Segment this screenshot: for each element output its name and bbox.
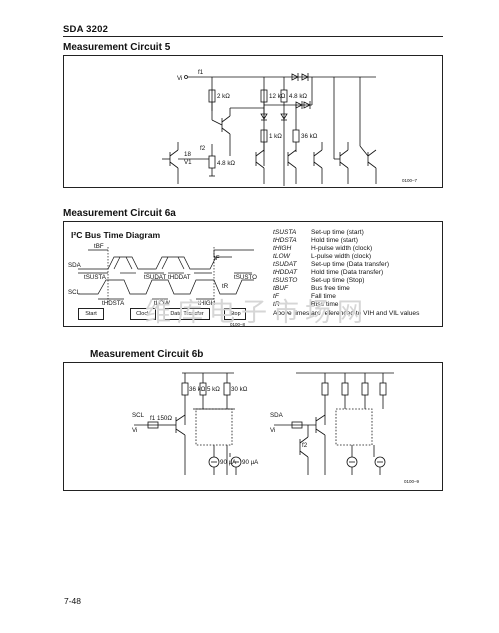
r-30k-6b-label: 30 kΩ — [231, 386, 248, 393]
page-number: 7-48 — [64, 596, 82, 606]
i2c-diagram-title: I²C Bus Time Diagram — [71, 230, 161, 240]
tsudat-label: tSUDAT — [144, 274, 166, 281]
pin-18-label: 18 — [184, 151, 191, 158]
watermark: 维库电子市场网 — [145, 298, 370, 328]
clock-label-box: Clock — [130, 308, 156, 320]
r-36k-label: 36 kΩ — [301, 133, 318, 140]
current-source-2-label: 90 µA — [242, 459, 259, 466]
scl-input-label: SCL — [132, 412, 145, 419]
header-rule — [63, 36, 443, 37]
current-source-1-label: 90 µA — [220, 459, 237, 466]
vi-left-label: Vi — [132, 427, 137, 434]
tr-label: tR — [222, 283, 229, 290]
stop-label-box: Stop — [224, 308, 246, 320]
vi-right-label: Vi — [270, 427, 275, 434]
vi-label: Vi — [177, 75, 182, 82]
r-4k8-label: 4.8 kΩ — [289, 93, 307, 100]
section-6a-title: Measurement Circuit 6a — [63, 208, 176, 219]
sda-input-label: SDA — [270, 412, 284, 419]
section-5-title: Measurement Circuit 5 — [63, 42, 171, 53]
sda-label: SDA — [68, 262, 82, 269]
r-36k-6b-label: 36 kΩ — [189, 386, 206, 393]
r-5k-6b-label: 5 kΩ — [207, 386, 220, 393]
thigh-label: tHIGH — [198, 300, 215, 307]
f1-label: f1 — [198, 69, 204, 76]
figure-6b-id: 0100–9 — [404, 479, 420, 484]
circuit-5-schematic: Vi f1 2 kΩ 12 kΩ 4.8 kΩ 1 kΩ 36 kΩ 4.8 k… — [162, 69, 418, 186]
document-title: SDA 3202 — [63, 24, 109, 35]
r-150-label: 150Ω — [157, 415, 172, 422]
tbf-label: tBF — [94, 243, 104, 250]
circuit-5-figure: Vi f1 2 kΩ 12 kΩ 4.8 kΩ 1 kΩ 36 kΩ 4.8 k… — [63, 55, 443, 188]
circuit-6b-schematic: SCL Vi f1 150Ω SDA Vi f2 36 kΩ 5 kΩ 30 k… — [132, 372, 420, 484]
data-transfer-label-box: Data Transfer — [164, 308, 210, 320]
start-label-box: Start — [78, 308, 104, 320]
figure-5-id: 0100–7 — [402, 178, 418, 183]
tf-label: tF — [214, 255, 220, 262]
tsusta-label: tSUSTA — [84, 274, 107, 281]
section-6b-title: Measurement Circuit 6b — [90, 349, 204, 360]
reference-note: Above times are referenced to VIH and VI… — [273, 310, 420, 317]
f2-6b-label: f2 — [302, 442, 308, 449]
r-4k8-bottom-label: 4.8 kΩ — [217, 160, 235, 167]
r-12k-label: 12 kΩ — [269, 93, 286, 100]
r-2k-label: 2 kΩ — [217, 93, 230, 100]
v1-label: V1 — [184, 159, 192, 166]
circuit-6a-figure: I²C Bus Time Diagram tBF SDA SCL tSUSTA … — [63, 221, 443, 327]
f1-6b-label: f1 — [150, 415, 156, 422]
tlow-label: tLOW — [154, 300, 170, 307]
i2c-timing-diagram: tBF SDA SCL tSUSTA tSUDAT tHDDAT tSUSTO … — [68, 243, 257, 307]
tsusto-label: tSUSTO — [234, 274, 257, 281]
r-1k-label: 1 kΩ — [269, 133, 282, 140]
figure-6a-id: 0100–8 — [230, 322, 246, 327]
scl-label: SCL — [68, 289, 81, 296]
circuit-6b-figure: SCL Vi f1 150Ω SDA Vi f2 36 kΩ 5 kΩ 30 k… — [63, 362, 443, 491]
thddat-label: tHDDAT — [168, 274, 191, 281]
f2-label: f2 — [200, 145, 206, 152]
thdsta-label: tHDSTA — [102, 300, 125, 307]
